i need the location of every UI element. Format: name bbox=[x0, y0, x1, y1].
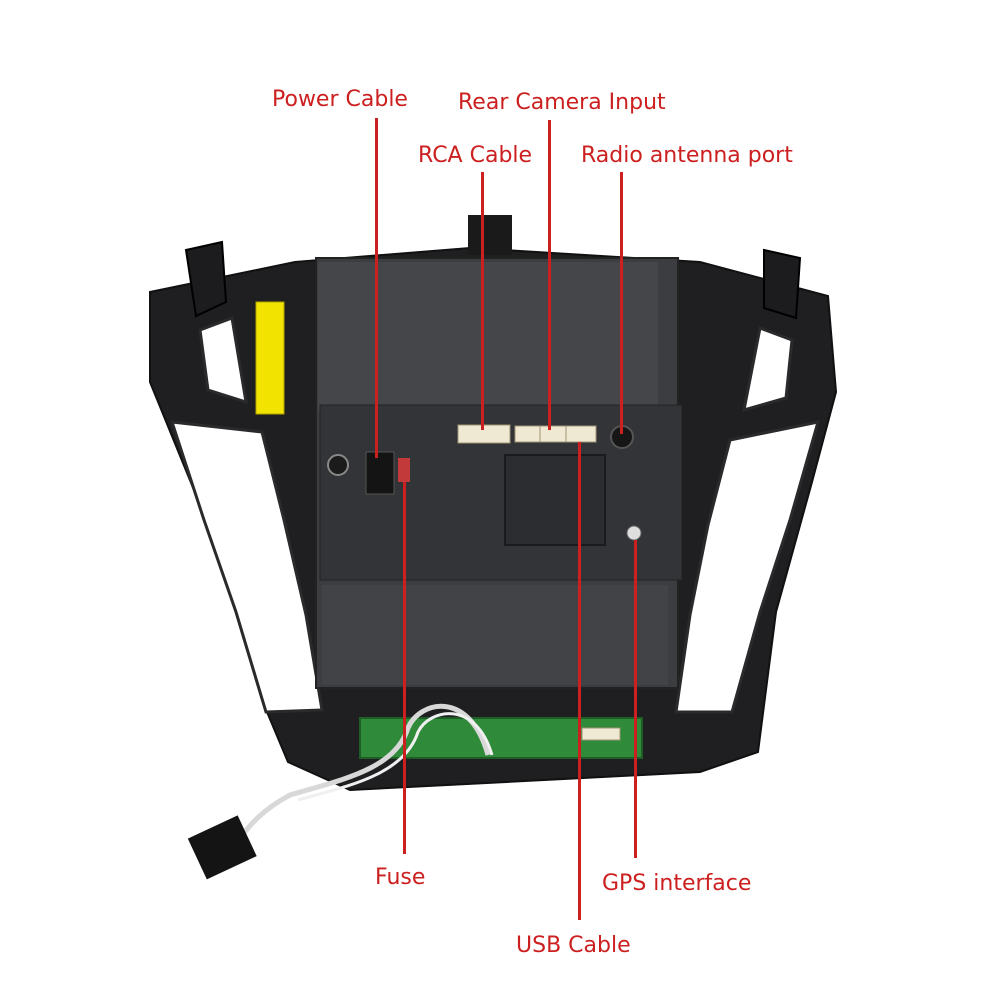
right-bracket bbox=[763, 248, 802, 320]
top-clip bbox=[468, 215, 512, 255]
rear-camera-connector-b bbox=[539, 425, 567, 443]
pcb-connector bbox=[581, 727, 621, 741]
leader-rear-camera-input bbox=[548, 120, 551, 430]
right-vent-opening bbox=[742, 325, 794, 413]
label-rca-cable: RCA Cable bbox=[418, 143, 533, 168]
rca-connector bbox=[457, 424, 511, 444]
leader-fuse bbox=[403, 482, 406, 854]
leader-power-cable bbox=[375, 118, 378, 458]
wire-harness-2 bbox=[297, 712, 494, 802]
chassis-lower-plate bbox=[322, 585, 668, 685]
chassis-upper-plate bbox=[318, 262, 658, 412]
gps-port bbox=[626, 525, 642, 541]
fuse-block bbox=[398, 458, 410, 482]
ground-screw bbox=[327, 454, 349, 476]
left-window bbox=[169, 420, 324, 714]
leader-gps-interface bbox=[634, 540, 637, 858]
wire-harness bbox=[238, 703, 491, 840]
label-rear-camera-input: Rear Camera Input bbox=[458, 90, 666, 115]
yellow-sticker bbox=[255, 301, 285, 415]
label-power-cable: Power Cable bbox=[272, 87, 408, 112]
heatsink-grid bbox=[504, 454, 606, 546]
left-bracket bbox=[184, 240, 228, 318]
power-connector bbox=[365, 451, 395, 495]
label-gps-interface: GPS interface bbox=[602, 871, 752, 896]
left-vent-opening bbox=[198, 315, 248, 405]
leader-usb-cable bbox=[578, 442, 581, 920]
leader-rca-cable bbox=[481, 172, 484, 430]
usb-connector bbox=[565, 425, 597, 443]
right-window bbox=[674, 420, 821, 714]
label-usb-cable: USB Cable bbox=[516, 933, 631, 958]
label-fuse: Fuse bbox=[375, 865, 426, 890]
label-radio-antenna-port: Radio antenna port bbox=[581, 143, 793, 168]
harness-plug bbox=[187, 815, 257, 880]
leader-radio-antenna-port bbox=[620, 172, 623, 434]
